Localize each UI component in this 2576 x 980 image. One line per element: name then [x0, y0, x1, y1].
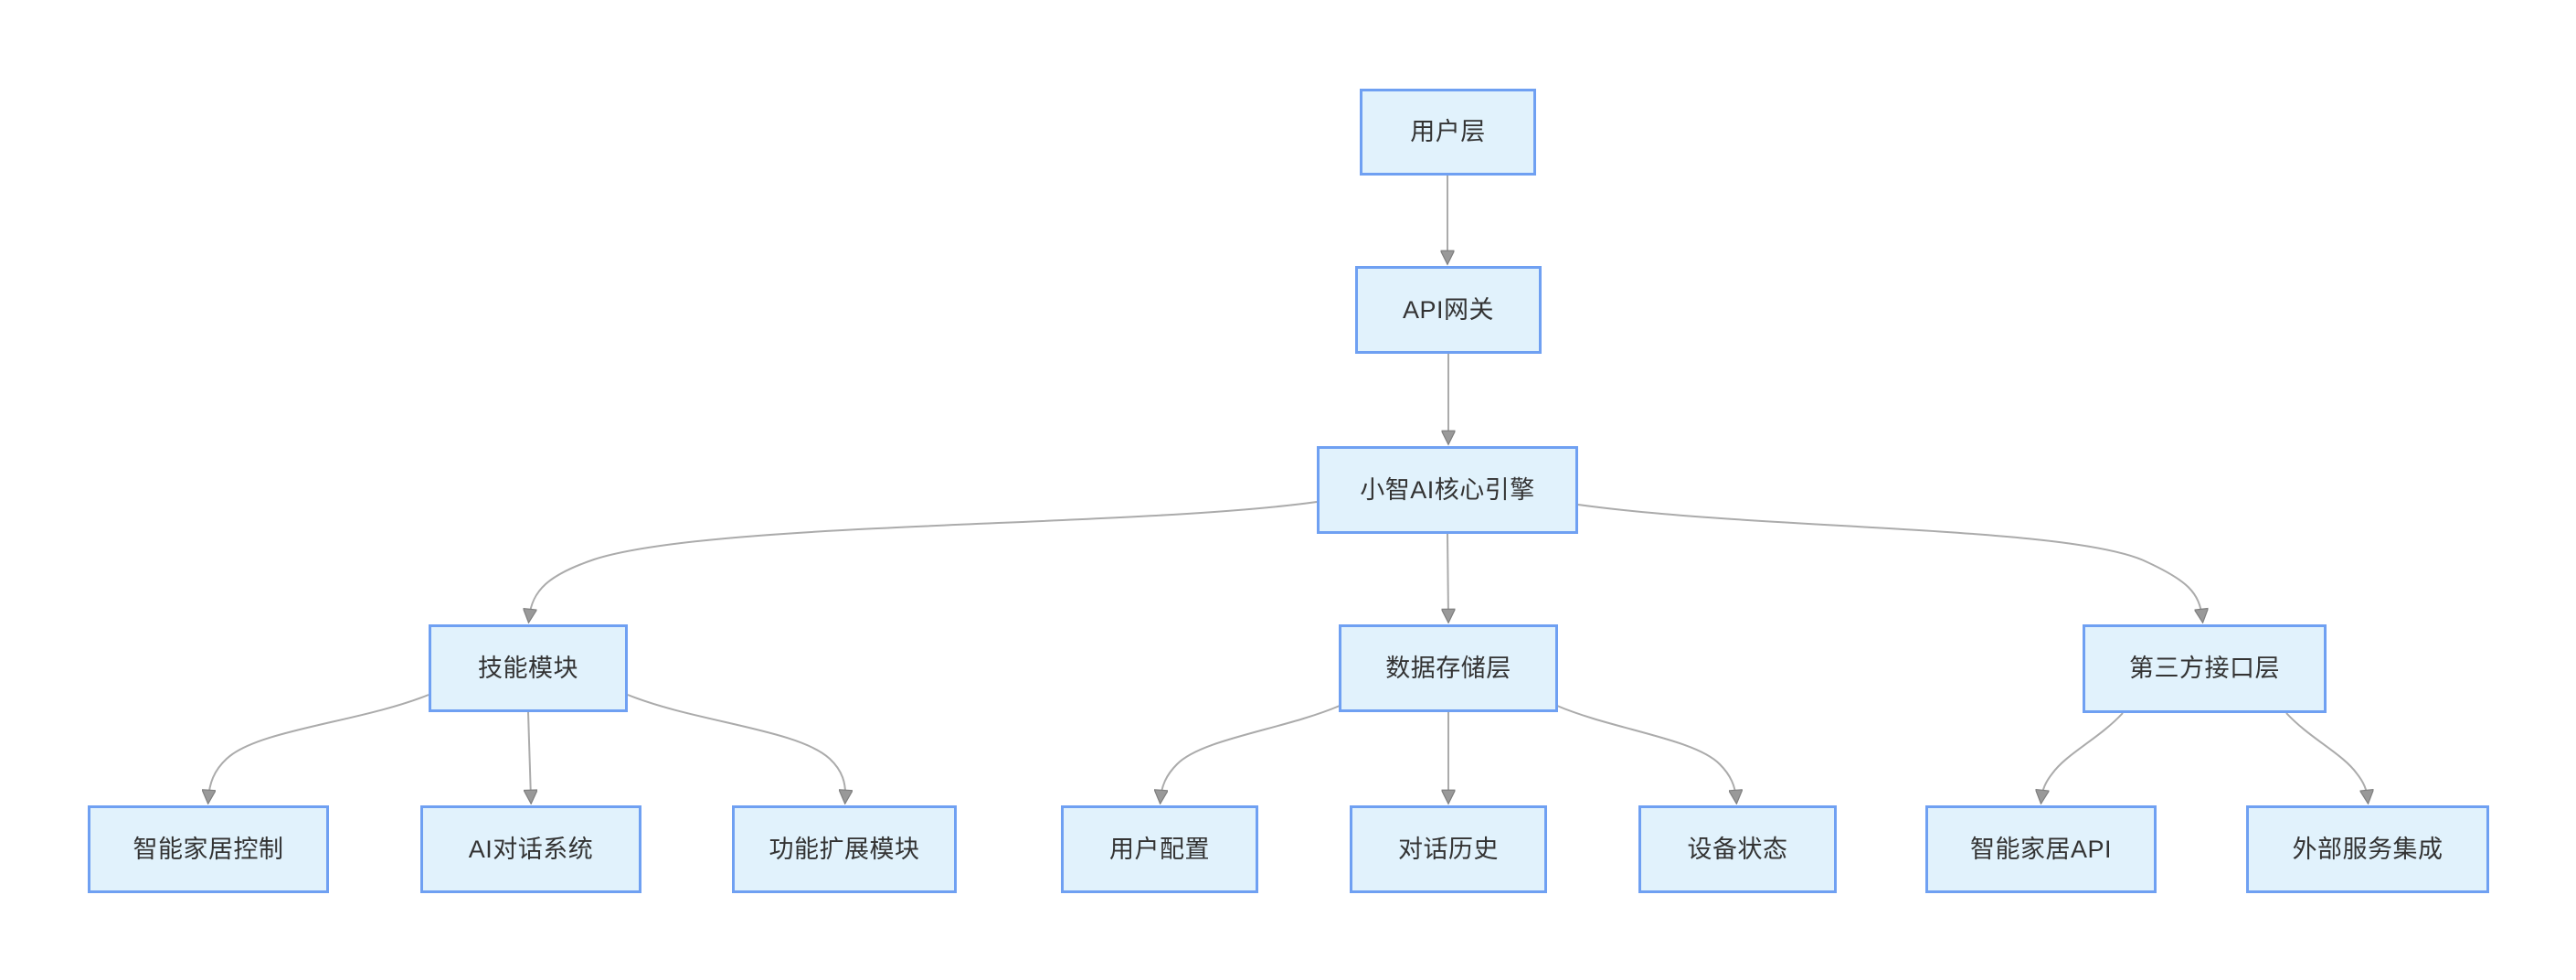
- edge-core-engine-to-data-storage: [1447, 533, 1448, 618]
- node-user-config-label: 用户配置: [1109, 835, 1210, 863]
- node-data-storage: 数据存储层: [1339, 624, 1558, 712]
- node-external-services: 外部服务集成: [2246, 805, 2489, 893]
- node-smart-home-api: 智能家居API: [1925, 805, 2157, 893]
- edge-third-party-to-external-services: [2285, 712, 2368, 799]
- node-external-services-label: 外部服务集成: [2292, 835, 2443, 863]
- node-ai-dialog-system-label: AI对话系统: [468, 835, 594, 863]
- node-api-gateway-label: API网关: [1402, 295, 1495, 324]
- node-user-layer: 用户层: [1360, 89, 1536, 176]
- node-third-party: 第三方接口层: [2083, 624, 2327, 713]
- node-dialog-history: 对话历史: [1350, 805, 1547, 893]
- node-smart-home-control-label: 智能家居控制: [133, 835, 284, 863]
- node-dialog-history-label: 对话历史: [1398, 835, 1499, 863]
- node-device-status-label: 设备状态: [1687, 835, 1788, 863]
- node-smart-home-control: 智能家居控制: [88, 805, 329, 893]
- edge-skill-module-to-smart-home-control: [208, 694, 429, 799]
- node-core-engine: 小智AI核心引擎: [1317, 446, 1578, 534]
- edge-group: [208, 176, 2368, 799]
- edge-data-storage-to-device-status: [1556, 705, 1736, 799]
- node-skill-module: 技能模块: [429, 624, 628, 712]
- edge-third-party-to-smart-home-api: [2041, 712, 2124, 799]
- node-ai-dialog-system: AI对话系统: [420, 805, 641, 893]
- node-extension-module: 功能扩展模块: [732, 805, 957, 893]
- node-core-engine-label: 小智AI核心引擎: [1360, 475, 1535, 504]
- node-third-party-label: 第三方接口层: [2129, 655, 2280, 682]
- node-skill-module-label: 技能模块: [478, 654, 578, 682]
- node-extension-module-label: 功能扩展模块: [769, 835, 920, 863]
- edge-skill-module-to-ai-dialog-system: [528, 711, 531, 799]
- node-smart-home-api-label: 智能家居API: [1969, 835, 2113, 863]
- edge-core-engine-to-third-party: [1577, 504, 2202, 618]
- edge-core-engine-to-skill-module: [529, 501, 1318, 618]
- node-user-layer-label: 用户层: [1410, 118, 1486, 145]
- node-device-status: 设备状态: [1638, 805, 1837, 893]
- node-api-gateway: API网关: [1355, 266, 1542, 354]
- edge-data-storage-to-user-config: [1161, 705, 1341, 799]
- edge-skill-module-to-extension-module: [627, 694, 845, 799]
- node-data-storage-label: 数据存储层: [1385, 654, 1511, 682]
- node-user-config: 用户配置: [1061, 805, 1258, 893]
